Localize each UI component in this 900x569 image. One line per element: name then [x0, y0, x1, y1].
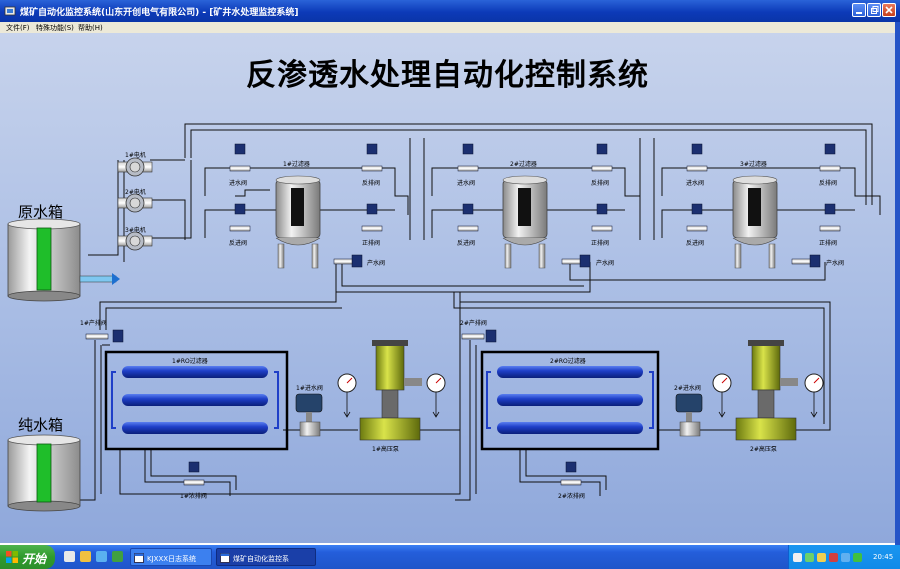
task-log-system[interactable]: KJXXX日志系统 — [130, 548, 212, 566]
close-icon — [885, 6, 893, 14]
filter-2-in-valve-label[interactable]: 进水阀 — [457, 180, 476, 187]
window-title: 煤矿自动化监控系统(山东开创电气有限公司) - [矿井水处理监控系统] — [20, 8, 299, 18]
clock[interactable]: 20:45 — [873, 553, 894, 561]
window-border — [895, 22, 900, 545]
media-icon[interactable] — [112, 551, 123, 562]
task-monitor-system-label: 煤矿自动化监控系 — [233, 555, 289, 563]
filter-1-label: 1#过滤器 — [283, 161, 310, 168]
filter-2-pos-drain-valve-label[interactable]: 正排阀 — [591, 240, 610, 247]
minimize-icon — [856, 12, 862, 14]
pure-water-tank — [7, 434, 81, 512]
explorer-icon[interactable] — [80, 551, 91, 562]
filter-2-back-drain-valve-label[interactable]: 反排阀 — [591, 180, 610, 187]
ro-1-filter-label: 1#RO过滤器 — [172, 358, 208, 365]
scada-canvas — [0, 33, 895, 543]
menu-file[interactable]: 文件(F) — [6, 24, 30, 32]
filter-3-back-in-valve-label[interactable]: 反进阀 — [686, 240, 705, 247]
close-button[interactable] — [882, 3, 896, 17]
task-monitor-system[interactable]: 煤矿自动化监控系 — [216, 548, 316, 566]
filter-2-product-valve-label[interactable]: 产水阀 — [596, 260, 615, 267]
ro-2-concentrate-valve-label[interactable]: 2#浓排阀 — [558, 493, 585, 500]
filter-2-back-in-valve-label[interactable]: 反进阀 — [457, 240, 476, 247]
filter-1-pos-drain-valve-label[interactable]: 正排阀 — [362, 240, 381, 247]
filter-vessel-3 — [732, 175, 778, 269]
task-log-system-label: KJXXX日志系统 — [147, 555, 197, 563]
app-window-icon — [134, 553, 144, 563]
filter-3-in-valve-label[interactable]: 进水阀 — [686, 180, 705, 187]
ro-2-inlet-valve-label[interactable]: 2#进水阀 — [674, 385, 701, 392]
update-icon[interactable] — [853, 553, 862, 562]
raw-water-tank-label: 原水箱 — [18, 203, 64, 221]
ro-unit-2 — [480, 350, 660, 451]
filter-1-back-in-valve-label[interactable]: 反进阀 — [229, 240, 248, 247]
ro-2-product-valve-label[interactable]: 2#产排阀 — [460, 320, 487, 327]
motor-3 — [117, 231, 153, 251]
restore-icon — [871, 6, 879, 14]
motor-2-label: 2#电机 — [125, 189, 146, 196]
raw-water-tank — [7, 218, 81, 302]
filter-1-in-valve-label[interactable]: 进水阀 — [229, 180, 248, 187]
network-icon[interactable] — [793, 553, 802, 562]
menu-bar: 文件(F) 特殊功能(S) 帮助(H) — [0, 22, 900, 33]
menu-help[interactable]: 帮助(H) — [78, 24, 103, 32]
pure-water-tank-label: 纯水箱 — [18, 416, 64, 434]
ro-inlet-valve-1 — [295, 393, 323, 437]
menu-special[interactable]: 特殊功能(S) — [36, 24, 74, 32]
filter-2-label: 2#过滤器 — [510, 161, 537, 168]
minimize-button[interactable] — [852, 3, 866, 17]
valve-group — [85, 143, 841, 486]
high-pressure-pump-2 — [735, 340, 798, 441]
ro-2-pump-label[interactable]: 2#高压泵 — [750, 446, 777, 453]
filter-1-back-drain-valve-label[interactable]: 反排阀 — [362, 180, 381, 187]
high-pressure-pump-1 — [359, 340, 422, 441]
motor-2 — [117, 193, 153, 213]
ro-1-concentrate-valve-label[interactable]: 1#浓排阀 — [180, 493, 207, 500]
ro-1-product-valve-label[interactable]: 1#产排阀 — [80, 320, 107, 327]
motor-1 — [117, 157, 153, 177]
antivirus-icon[interactable] — [829, 553, 838, 562]
windows-logo-icon — [6, 551, 18, 563]
app-window-icon — [220, 553, 230, 563]
filter-vessel-2 — [502, 175, 548, 269]
filter-1-product-valve-label[interactable]: 产水阀 — [367, 260, 386, 267]
taskbar: 开始 KJXXX日志系统 煤矿自动化监控系 20:45 — [0, 545, 900, 569]
browser-icon[interactable] — [96, 551, 107, 562]
start-label: 开始 — [22, 552, 47, 566]
page-title: 反渗透水处理自动化控制系统 — [246, 58, 649, 93]
ro-inlet-valve-2 — [675, 393, 703, 437]
security-icon[interactable] — [805, 553, 814, 562]
filter-3-back-drain-valve-label[interactable]: 反排阀 — [819, 180, 838, 187]
system-tray: 20:45 — [788, 545, 900, 569]
window-titlebar: 煤矿自动化监控系统(山东开创电气有限公司) - [矿井水处理监控系统] — [0, 0, 900, 22]
ro-1-pump-label[interactable]: 1#高压泵 — [372, 446, 399, 453]
filter-vessel-1 — [275, 175, 321, 269]
motor-3-label: 3#电机 — [125, 227, 146, 234]
restore-button[interactable] — [867, 3, 881, 17]
filter-3-product-valve-label[interactable]: 产水阀 — [826, 260, 845, 267]
app-icon — [4, 6, 16, 16]
filter-3-label: 3#过滤器 — [740, 161, 767, 168]
motor-1-label: 1#电机 — [125, 152, 146, 159]
filter-3-pos-drain-valve-label[interactable]: 正排阀 — [819, 240, 838, 247]
volume-icon[interactable] — [817, 553, 826, 562]
pressure-gauge-group — [337, 373, 824, 418]
show-desktop-icon[interactable] — [64, 551, 75, 562]
ro-unit-1 — [104, 350, 289, 451]
start-button[interactable]: 开始 — [0, 545, 55, 569]
input-method-icon[interactable] — [841, 553, 850, 562]
ro-1-inlet-valve-label[interactable]: 1#进水阀 — [296, 385, 323, 392]
ro-2-filter-label: 2#RO过滤器 — [550, 358, 586, 365]
